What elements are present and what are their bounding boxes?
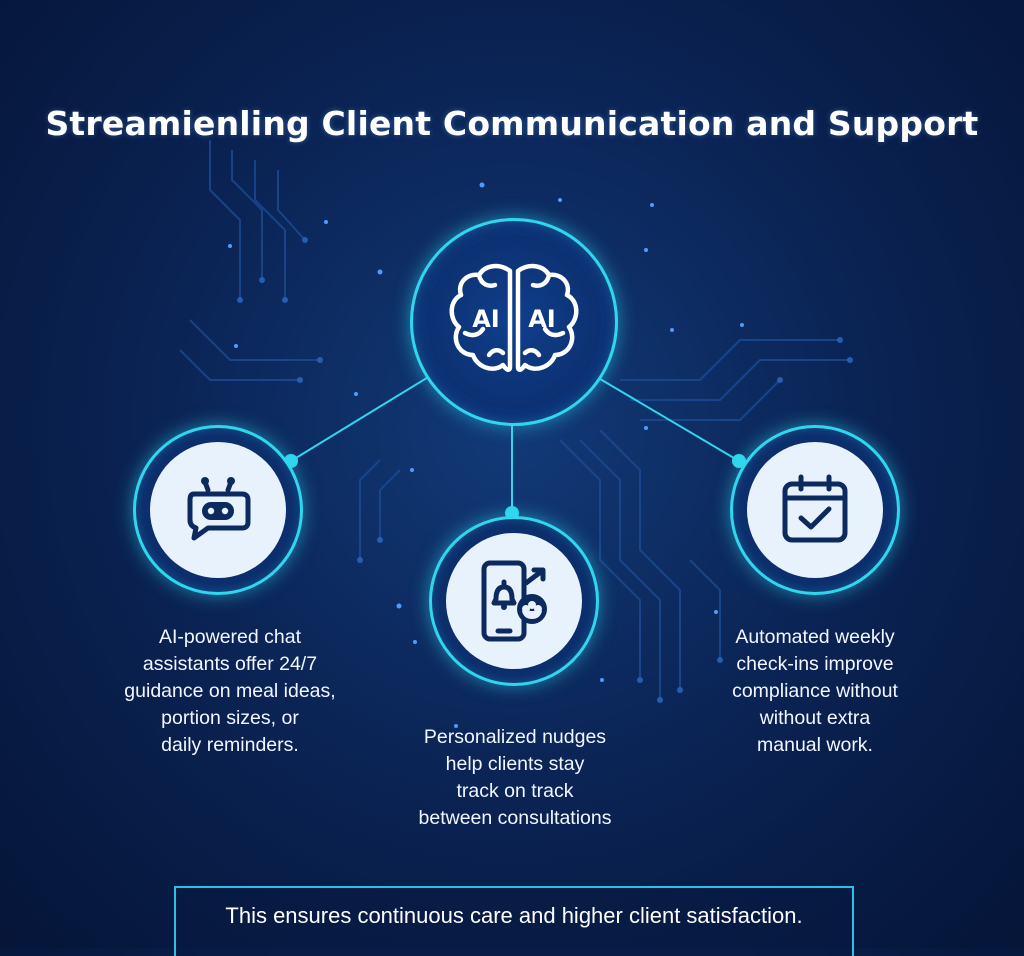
caption-line: daily reminders. bbox=[161, 734, 299, 756]
caption-line: Automated weekly bbox=[735, 626, 895, 648]
caption-line: compliance without bbox=[732, 680, 898, 702]
caption-line: AI-powered chat bbox=[159, 626, 301, 648]
page-title: Streamienling Client Communication and S… bbox=[45, 104, 979, 143]
hub-label-right: AI bbox=[528, 305, 556, 333]
caption-line: guidance on meal ideas, bbox=[124, 680, 336, 702]
caption-line: track on track bbox=[456, 780, 574, 802]
phone-nudge-caption: Personalized nudges help clients stay tr… bbox=[370, 724, 660, 832]
ai-brain-hub: AI AI bbox=[410, 218, 618, 426]
summary-banner: This ensures continuous care and higher … bbox=[174, 886, 854, 956]
caption-line: Personalized nudges bbox=[423, 726, 607, 748]
calendar-check-icon bbox=[782, 474, 848, 543]
caption-line: check-ins improve bbox=[736, 653, 894, 675]
chat-assistant-node bbox=[133, 425, 303, 595]
caption-line: without extra bbox=[759, 707, 871, 729]
caption-line: assistants offer 24/7 bbox=[142, 653, 318, 675]
chatbot-icon bbox=[187, 477, 251, 541]
caption-line: between consultations bbox=[418, 807, 612, 829]
caption-line: help clients stay bbox=[445, 753, 585, 775]
phone-nudge-node bbox=[429, 516, 599, 686]
brain-icon: AI AI bbox=[449, 263, 579, 372]
summary-text: This ensures continuous care and higher … bbox=[225, 903, 803, 928]
weekly-checkin-caption: Automated weekly check-ins improve compl… bbox=[670, 624, 960, 759]
chat-assistant-caption: AI-powered chat assistants offer 24/7 gu… bbox=[90, 624, 370, 759]
weekly-checkin-node bbox=[730, 425, 900, 595]
phone-notification-icon bbox=[481, 560, 547, 642]
caption-line: portion sizes, or bbox=[161, 707, 299, 729]
caption-line: manual work. bbox=[757, 734, 873, 756]
hub-label-left: AI bbox=[472, 305, 500, 333]
